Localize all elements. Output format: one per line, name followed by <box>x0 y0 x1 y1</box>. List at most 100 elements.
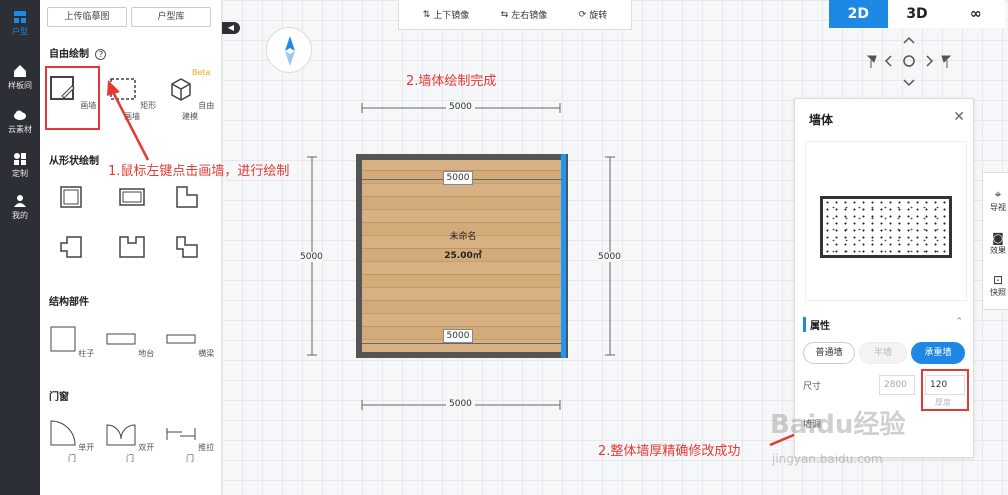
tab-roam[interactable]: ∞ <box>969 6 982 22</box>
sidebar-snapshot[interactable]: ⊡快照 <box>987 273 1008 298</box>
rotate-left-icon <box>866 55 877 68</box>
row2-label: 墙调 <box>803 420 822 430</box>
sliding-door-icon <box>166 428 196 440</box>
annotation-wall-done: 2.墙体绘制完成 <box>406 74 497 89</box>
beam-tool[interactable]: 横梁 <box>164 326 216 359</box>
beta-badge: Beta <box>192 68 211 77</box>
section-shapes: 从形状绘制 <box>49 156 99 167</box>
floorplan-icon <box>14 11 26 23</box>
double-door-tool[interactable]: 双开门 <box>104 420 156 464</box>
compass[interactable] <box>266 27 312 73</box>
blocks-icon <box>14 153 26 165</box>
rotate-button[interactable]: ⟳ 旋转 <box>578 9 608 22</box>
section-doors: 门窗 <box>49 392 69 403</box>
size-label: 尺寸 <box>803 382 822 392</box>
length-input[interactable]: 2800 <box>879 375 915 395</box>
help-icon[interactable]: ? <box>95 49 107 60</box>
single-door-tool[interactable]: 单开门 <box>47 420 97 464</box>
double-door-icon <box>106 424 136 446</box>
inner-dimension-bottom[interactable]: 5000 <box>443 329 473 343</box>
wall-type-bearing[interactable]: 承重墙 <box>911 342 965 364</box>
compass-needle-icon <box>285 36 295 66</box>
sliding-door-tool[interactable]: 推拉门 <box>164 420 216 464</box>
free-model-tool[interactable]: 自由建模 <box>164 74 216 122</box>
watermark-logo: Baidu经验 <box>770 410 906 440</box>
flip-horizontal-button[interactable]: ⇆ 左右镜像 <box>500 9 548 22</box>
wall-type-half[interactable]: 半墙 <box>859 342 907 364</box>
top-toolbar: ⇅ 上下镜像 ⇆ 左右镜像 ⟳ 旋转 <box>398 0 632 30</box>
tab-3d[interactable]: 3D <box>906 6 928 22</box>
shape-square-icon[interactable] <box>60 186 82 208</box>
shape-u-icon[interactable] <box>119 236 145 258</box>
upload-trace-button[interactable]: 上传临摹图 <box>47 7 127 27</box>
sidebar-render[interactable]: ◙效果 <box>987 231 1008 256</box>
user-icon <box>14 195 26 207</box>
platform-icon <box>106 333 136 345</box>
rotate-icon: ⟳ <box>578 9 587 20</box>
nav-item-floorplan[interactable]: 户型 <box>0 10 40 37</box>
thickness-label: 厚度 <box>935 398 951 407</box>
rect-wall-tool[interactable]: 矩形画墙 <box>104 74 160 122</box>
room-area: 25.00㎡ <box>444 251 482 261</box>
wall-type-normal[interactable]: 普通墙 <box>803 342 855 364</box>
right-sidebar: ⌖导视 ◙效果 ⊡快照 <box>982 172 1008 310</box>
tool-panel: 上传临摹图 户型库 自由绘制 ? Beta 画墙 矩形画墙 自由建模 从形状绘制… <box>40 0 222 495</box>
thickness-input[interactable]: 120 <box>925 375 965 395</box>
draw-wall-highlight <box>45 66 100 130</box>
pan-left-icon <box>884 55 892 67</box>
flip-horizontal-icon: ⇆ <box>500 9 509 20</box>
pan-down-icon <box>903 79 915 87</box>
pillar-icon <box>50 326 76 352</box>
selected-wall[interactable] <box>561 154 566 358</box>
collapse-panel-button[interactable]: ◀ <box>222 22 240 34</box>
platform-tool[interactable]: 地台 <box>104 326 156 359</box>
shape-rect-icon[interactable] <box>119 186 145 208</box>
inner-dimension-top[interactable]: 5000 <box>443 171 473 185</box>
pillar-tool[interactable]: 柱子 <box>47 326 97 359</box>
pan-right-icon <box>926 55 934 67</box>
watermark-url: jingyan.baidu.com <box>772 452 883 466</box>
nav-item-cloud[interactable]: 云素材 <box>0 108 40 135</box>
annotation-click-draw: 1.鼠标左键点击画墙，进行绘制 <box>108 164 290 179</box>
collapse-attributes-icon[interactable]: ⌃ <box>955 317 963 327</box>
wall-preview <box>805 141 967 301</box>
close-icon[interactable]: ✕ <box>953 109 965 125</box>
flip-vertical-icon: ⇅ <box>422 9 431 20</box>
camera-icon: ◙ <box>992 231 1004 245</box>
section-structure: 结构部件 <box>49 297 89 308</box>
inner-dim-line-bottom <box>362 343 562 344</box>
shape-l-icon[interactable] <box>176 186 198 208</box>
snapshot-icon: ⊡ <box>992 273 1004 287</box>
left-nav: 户型 样板间 云素材 定制 我的 <box>0 0 40 495</box>
floorplan-library-button[interactable]: 户型库 <box>131 7 211 27</box>
draw-wall-tool[interactable]: 画墙 <box>47 74 97 111</box>
dimension-left: 5000 <box>300 252 323 262</box>
flip-vertical-button[interactable]: ⇅ 上下镜像 <box>422 9 470 22</box>
view-navigation-control[interactable] <box>862 34 958 90</box>
dimension-right: 5000 <box>598 252 621 262</box>
room-floor[interactable] <box>356 154 568 358</box>
tab-2d[interactable]: 2D <box>829 0 888 28</box>
view-tabs: 2D 3D ∞ <box>829 0 1005 28</box>
draw-wall-icon <box>49 76 75 100</box>
dimension-top: 5000 <box>446 102 475 112</box>
wall-properties-panel: 墙体 ✕ 属性 ⌃ 普通墙 半墙 承重墙 尺寸 2800 120 厚度 墙调 <box>794 98 974 458</box>
thickness-highlight <box>921 369 969 411</box>
props-title: 墙体 <box>809 113 834 127</box>
nav-item-showroom[interactable]: 样板间 <box>0 64 40 91</box>
nav-item-mine[interactable]: 我的 <box>0 194 40 221</box>
section-free-draw: 自由绘制 ? <box>49 45 107 60</box>
cube-icon <box>170 78 191 101</box>
cloud-icon <box>14 110 26 120</box>
home-icon <box>14 65 26 77</box>
pan-up-icon <box>903 36 915 44</box>
rotate-right-icon <box>941 55 952 68</box>
beam-icon <box>166 334 196 344</box>
center-icon <box>903 55 915 67</box>
attributes-title: 属性 <box>803 317 830 332</box>
sidebar-guide[interactable]: ⌖导视 <box>987 187 1008 213</box>
shape-step-icon[interactable] <box>176 236 198 258</box>
nav-item-custom[interactable]: 定制 <box>0 152 40 179</box>
single-door-icon <box>50 420 76 446</box>
shape-notch-icon[interactable] <box>60 236 82 258</box>
